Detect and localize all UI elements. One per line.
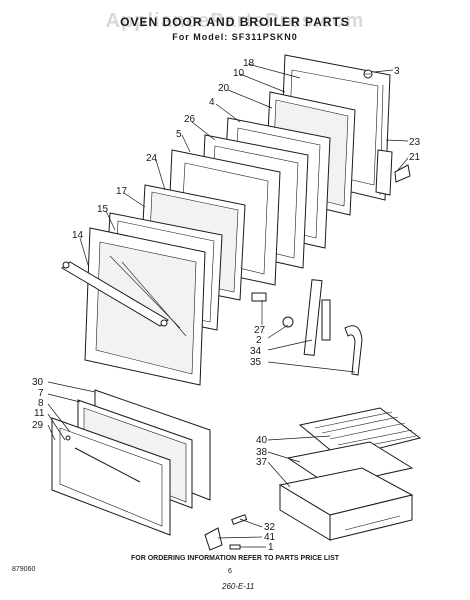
callout-18: 18 xyxy=(243,58,255,69)
model-subtitle: For Model: SF311PSKN0 xyxy=(172,32,298,42)
callout-37: 37 xyxy=(256,457,268,468)
drawer-glide-parts xyxy=(204,514,248,551)
leader-lines xyxy=(47,63,409,548)
callout-20: 20 xyxy=(218,83,230,94)
handwritten-note: 260-E-11 xyxy=(222,582,255,591)
callout-34: 34 xyxy=(250,346,262,357)
callout-41: 41 xyxy=(264,532,276,543)
callout-21: 21 xyxy=(409,152,421,163)
callout-10: 10 xyxy=(233,68,245,79)
callout-40: 40 xyxy=(256,435,268,446)
callout-3: 3 xyxy=(394,66,400,77)
callout-27: 27 xyxy=(254,325,266,336)
callout-23: 23 xyxy=(409,137,421,148)
screw-part xyxy=(363,69,373,79)
watermark: AppliancePartsPros.com xyxy=(105,10,365,32)
ordering-note: FOR ORDERING INFORMATION REFER TO PARTS … xyxy=(130,555,340,562)
callout-8: 8 xyxy=(38,398,44,409)
door-clip xyxy=(394,164,411,183)
callout-4: 4 xyxy=(209,97,215,108)
callout-15: 15 xyxy=(97,204,109,215)
broiler-pan xyxy=(286,441,414,487)
callout-1: 1 xyxy=(268,542,274,553)
callout-32: 32 xyxy=(264,522,276,533)
callout-24: 24 xyxy=(146,153,158,164)
callout-29: 29 xyxy=(32,420,44,431)
callout-5: 5 xyxy=(176,129,182,140)
callout-38: 38 xyxy=(256,447,268,458)
broiler-drawer-body xyxy=(278,467,414,541)
callout-14: 14 xyxy=(72,230,84,241)
diagram-title: OVEN DOOR AND BROILER PARTS xyxy=(120,15,350,29)
callout-7: 7 xyxy=(38,388,44,399)
callout-30: 30 xyxy=(32,377,44,388)
broiler-pan-grid xyxy=(298,407,422,459)
callout-numbers: 18 10 3 20 4 26 23 5 21 24 17 15 14 27 2… xyxy=(32,58,421,553)
callout-17: 17 xyxy=(116,186,128,197)
broiler-drawer-front xyxy=(51,417,171,536)
door-handle xyxy=(61,261,169,327)
callout-2: 2 xyxy=(256,335,262,346)
callout-11: 11 xyxy=(34,408,45,419)
page-number: 6 xyxy=(228,568,232,575)
diagram-number: 879060 xyxy=(12,566,36,573)
door-hinge xyxy=(251,279,363,376)
callout-35: 35 xyxy=(250,357,262,368)
callout-26: 26 xyxy=(184,114,196,125)
